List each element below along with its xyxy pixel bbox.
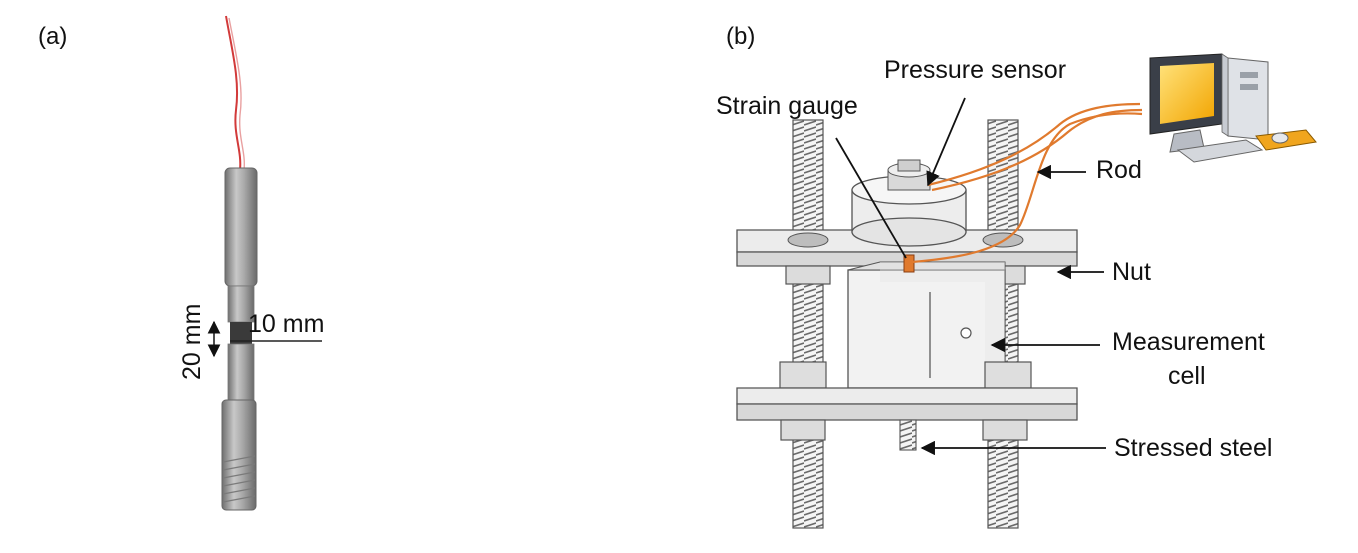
specimen-lower-section [221,399,257,511]
dimension-20mm: 20 mm [178,304,221,380]
label-measurement-cell-line1: Measurement [1112,328,1265,356]
panel-a-label: (a) [38,23,67,50]
callout-lines [835,97,1106,456]
computer [1149,53,1317,163]
panel-b-label: (b) [726,23,755,50]
left-threaded-rod [792,119,824,529]
label-stressed-steel: Stressed steel [1114,434,1272,462]
label-nut: Nut [1112,258,1151,286]
strain-gauge-patch [903,254,915,273]
dim-width-label: 10 mm [248,310,324,338]
pressure-sensor-body [851,159,967,247]
dim-height-label: 20 mm [178,304,206,380]
specimen-photo [221,15,258,511]
label-pressure-sensor: Pressure sensor [884,56,1066,84]
label-strain-gauge: Strain gauge [716,92,858,120]
specimen-upper-section [224,167,258,287]
stressed-steel-bolt [899,419,917,451]
specimen-red-wire [225,15,242,171]
dimension-10mm: 10 mm [230,310,324,342]
bottom-plate [736,361,1078,441]
sensor-wires [911,102,1143,264]
label-measurement-cell-line2: cell [1168,362,1206,390]
label-rod: Rod [1096,156,1142,184]
specimen-gauge-section [230,322,252,344]
measurement-cell-body [847,261,1006,389]
